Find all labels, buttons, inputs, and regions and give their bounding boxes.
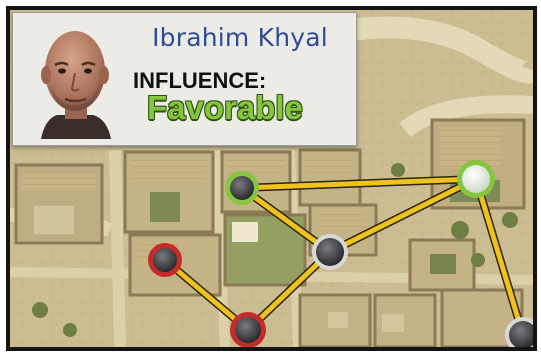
influence-label: INFLUENCE:: [133, 68, 267, 93]
compound: [298, 293, 372, 347]
link-neutral-a-to-hostile-b: [245, 249, 333, 333]
link-green-a-to-neutral-a: [239, 185, 333, 255]
network-node-selected[interactable]: [457, 160, 495, 198]
network-node-neutral[interactable]: [312, 234, 348, 270]
vegetation: [32, 163, 518, 337]
link-green-a-to-selected: [239, 176, 479, 191]
network-node-hostile[interactable]: [148, 243, 182, 277]
network-node-favorable[interactable]: [225, 171, 259, 205]
npc-info-panel: Ibrahim Khyal INFLUENCE: Favorable: [12, 12, 357, 146]
compound: [123, 150, 215, 234]
network-node-hostile[interactable]: [230, 312, 266, 347]
link-hostile-a-to-hostile-b: [162, 257, 251, 333]
influence-links: [161, 175, 527, 339]
compound: [14, 163, 104, 245]
compound: [298, 148, 362, 207]
dirt-road: [399, 95, 533, 138]
dirt-road: [348, 16, 533, 84]
influence-status: Favorable: [147, 89, 303, 126]
dirt-road: [109, 149, 126, 347]
npc-portrait: [41, 31, 111, 139]
compound: [408, 238, 476, 292]
network-node-neutral[interactable]: [505, 317, 533, 347]
npc-name: Ibrahim Khyal: [152, 23, 328, 52]
compound: [373, 293, 437, 347]
link-selected-to-neutral-b: [473, 176, 526, 338]
game-viewport: Ibrahim Khyal INFLUENCE: Favorable: [6, 6, 537, 351]
link-neutral-a-to-selected: [327, 176, 479, 255]
